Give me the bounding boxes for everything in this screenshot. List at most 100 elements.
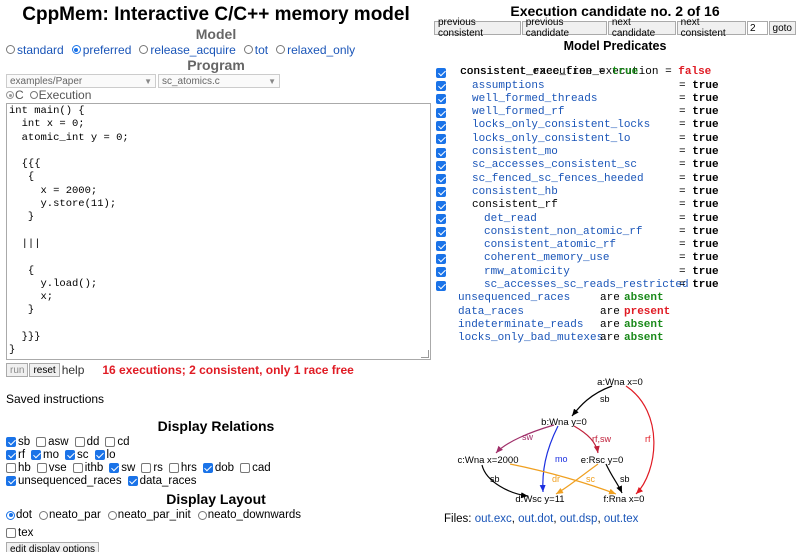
checkbox-icon[interactable] — [202, 462, 213, 473]
model-option-release_acquire[interactable]: release_acquire — [139, 43, 236, 57]
resize-handle[interactable] — [421, 350, 429, 358]
checkbox-icon[interactable] — [168, 462, 179, 473]
relation-cad[interactable]: cad — [240, 462, 271, 474]
predicate-result: = true — [679, 119, 719, 132]
predicate-row: consistent_mo= true — [434, 146, 796, 159]
radio-icon[interactable] — [39, 510, 48, 520]
layout-option-neato_par[interactable]: neato_par — [39, 509, 101, 521]
checkbox-icon[interactable] — [109, 462, 120, 473]
tex-checkbox[interactable] — [6, 527, 16, 538]
predicate-checkbox[interactable] — [436, 253, 446, 264]
checkbox-icon[interactable] — [141, 462, 152, 473]
checkbox-icon[interactable] — [6, 475, 16, 486]
radio-icon[interactable] — [6, 510, 15, 520]
radio-icon[interactable] — [6, 45, 15, 54]
relation-hrs[interactable]: hrs — [168, 462, 197, 474]
relation-data_races[interactable]: data_races — [127, 475, 197, 487]
file-link-out-exc[interactable]: out.exc — [474, 513, 512, 525]
predicate-checkbox[interactable] — [436, 67, 446, 78]
checkbox-icon[interactable] — [6, 449, 16, 460]
predicate-checkbox[interactable] — [436, 94, 446, 105]
code-editor[interactable]: int main() { int x = 0; atomic_int y = 0… — [6, 103, 431, 360]
radio-icon[interactable] — [197, 510, 207, 520]
next-candidate-button[interactable]: next candidate — [607, 17, 676, 39]
mode-option-c[interactable]: C — [6, 88, 24, 102]
predicate-checkbox[interactable] — [436, 214, 446, 225]
file-link-out-dsp[interactable]: out.dsp — [559, 513, 598, 525]
predicate-checkbox[interactable] — [436, 240, 446, 251]
run-button[interactable]: run — [6, 363, 29, 377]
relation-sw[interactable]: sw — [109, 462, 135, 474]
file-link-out-tex[interactable]: out.tex — [603, 513, 639, 525]
radio-icon[interactable] — [6, 91, 14, 99]
checkbox-icon[interactable] — [74, 436, 85, 447]
predicate-name: locks_only_consistent_locks — [472, 119, 651, 132]
predicate-checkbox[interactable] — [436, 280, 446, 291]
relation-vse[interactable]: vse — [36, 462, 67, 474]
predicate-result: = true — [679, 79, 719, 92]
checkbox-icon[interactable] — [240, 462, 251, 473]
checkbox-icon[interactable] — [72, 462, 83, 473]
relation-dob[interactable]: dob — [202, 462, 234, 474]
predicate-checkbox[interactable] — [436, 134, 446, 145]
relation-rf[interactable]: rf — [6, 449, 25, 461]
relation-rs[interactable]: rs — [141, 462, 163, 474]
relation-ithb[interactable]: ithb — [72, 462, 103, 474]
predicate-checkbox[interactable] — [436, 81, 446, 92]
model-option-tot[interactable]: tot — [243, 43, 268, 57]
predicate-checkbox[interactable] — [436, 227, 446, 238]
checkbox-icon[interactable] — [36, 462, 47, 473]
checkbox-icon[interactable] — [105, 436, 116, 447]
relation-hb[interactable]: hb — [6, 462, 31, 474]
predicate-checkbox[interactable] — [436, 120, 446, 131]
predicate-checkbox[interactable] — [436, 160, 446, 171]
radio-icon[interactable] — [29, 91, 38, 99]
checkbox-icon[interactable] — [94, 449, 105, 460]
edit-display-options-button[interactable]: edit display options — [6, 542, 100, 552]
previous-candidate-button[interactable]: previous candidate — [521, 17, 607, 39]
file-select[interactable]: sc_atomics.c▼ — [158, 74, 280, 88]
predicate-checkbox[interactable] — [436, 200, 446, 211]
relation-cd[interactable]: cd — [105, 436, 130, 448]
example-select[interactable]: examples/Paper▼ — [6, 74, 156, 88]
relation-sc[interactable]: sc — [65, 449, 89, 461]
layout-option-dot[interactable]: dot — [6, 509, 32, 521]
radio-icon[interactable] — [107, 510, 117, 520]
radio-icon[interactable] — [276, 45, 286, 54]
checkbox-icon[interactable] — [65, 449, 76, 460]
reset-button[interactable]: reset — [29, 363, 60, 377]
relation-lo[interactable]: lo — [94, 449, 115, 461]
predicate-checkbox[interactable] — [436, 267, 446, 278]
predicate-checkbox[interactable] — [436, 174, 446, 185]
help-link[interactable]: help — [61, 363, 85, 377]
relation-unsequenced_races[interactable]: unsequenced_races — [6, 475, 122, 487]
checkbox-icon[interactable] — [6, 462, 16, 473]
checkbox-icon[interactable] — [36, 436, 47, 447]
previous-consistent-button[interactable]: previous consistent — [434, 17, 521, 39]
candidate-index-input[interactable]: 2 — [746, 21, 768, 35]
predicate-checkbox[interactable] — [436, 147, 446, 158]
goto-button[interactable]: goto — [768, 21, 796, 35]
checkbox-icon[interactable] — [6, 436, 16, 447]
file-link-out-dot[interactable]: out.dot — [518, 513, 554, 525]
layout-option-neato_downwards[interactable]: neato_downwards — [197, 509, 301, 521]
tex-option[interactable]: tex — [6, 526, 434, 539]
checkbox-icon[interactable] — [31, 449, 42, 460]
radio-icon[interactable] — [71, 45, 81, 54]
radio-icon[interactable] — [243, 45, 253, 54]
predicate-checkbox[interactable] — [436, 107, 446, 118]
model-option-preferred[interactable]: preferred — [71, 43, 131, 57]
relation-dd[interactable]: dd — [74, 436, 99, 448]
radio-icon[interactable] — [139, 45, 149, 54]
relation-asw[interactable]: asw — [36, 436, 69, 448]
model-option-standard[interactable]: standard — [6, 43, 64, 57]
next-consistent-button[interactable]: next consistent — [676, 17, 746, 39]
model-option-relaxed_only[interactable]: relaxed_only — [276, 43, 355, 57]
layout-option-neato_par_init[interactable]: neato_par_init — [107, 509, 191, 521]
predicate-name: coherent_memory_use — [484, 252, 610, 265]
relation-mo[interactable]: mo — [31, 449, 59, 461]
relation-sb[interactable]: sb — [6, 436, 30, 448]
predicate-checkbox[interactable] — [436, 187, 446, 198]
mode-option-execution[interactable]: Execution — [29, 88, 91, 102]
checkbox-icon[interactable] — [127, 475, 138, 486]
